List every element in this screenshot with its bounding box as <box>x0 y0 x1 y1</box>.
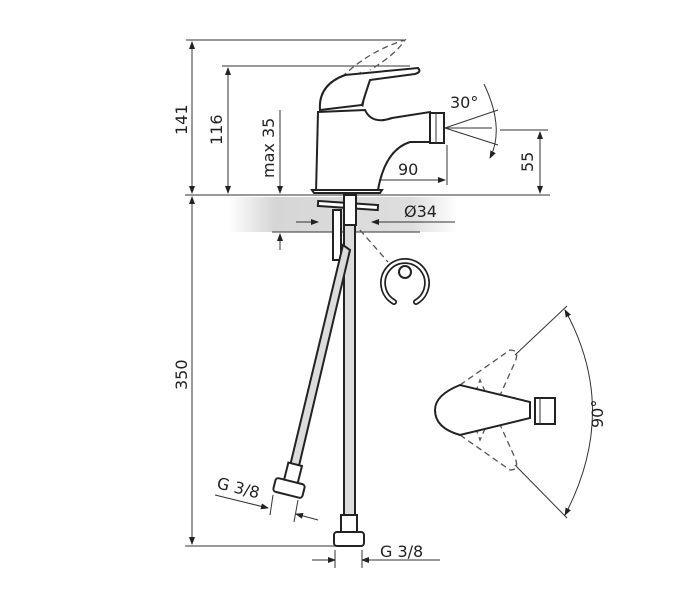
dim-overall-height: 141 <box>172 104 191 135</box>
dim-hole-diameter: Ø34 <box>404 202 437 221</box>
dim-spray-angle: 30° <box>450 93 478 112</box>
dim-max-deck: max 35 <box>259 118 278 178</box>
dim-spout-height: 55 <box>518 152 537 172</box>
fixing-ring-detail <box>359 229 430 305</box>
faucet-top-view <box>433 349 556 471</box>
dim-thread-right: G 3/8 <box>380 542 423 561</box>
dim-hose-length: 350 <box>172 359 191 390</box>
dim-lever-rotation: 90° <box>588 400 607 428</box>
dim-lever-height: 116 <box>207 114 226 145</box>
faucet-side-view <box>310 38 445 195</box>
dimension-lines <box>189 41 593 568</box>
dim-spout-reach: 90 <box>398 160 418 179</box>
dim-thread-left: G 3/8 <box>215 473 262 502</box>
fixing-and-hoses <box>272 194 380 547</box>
